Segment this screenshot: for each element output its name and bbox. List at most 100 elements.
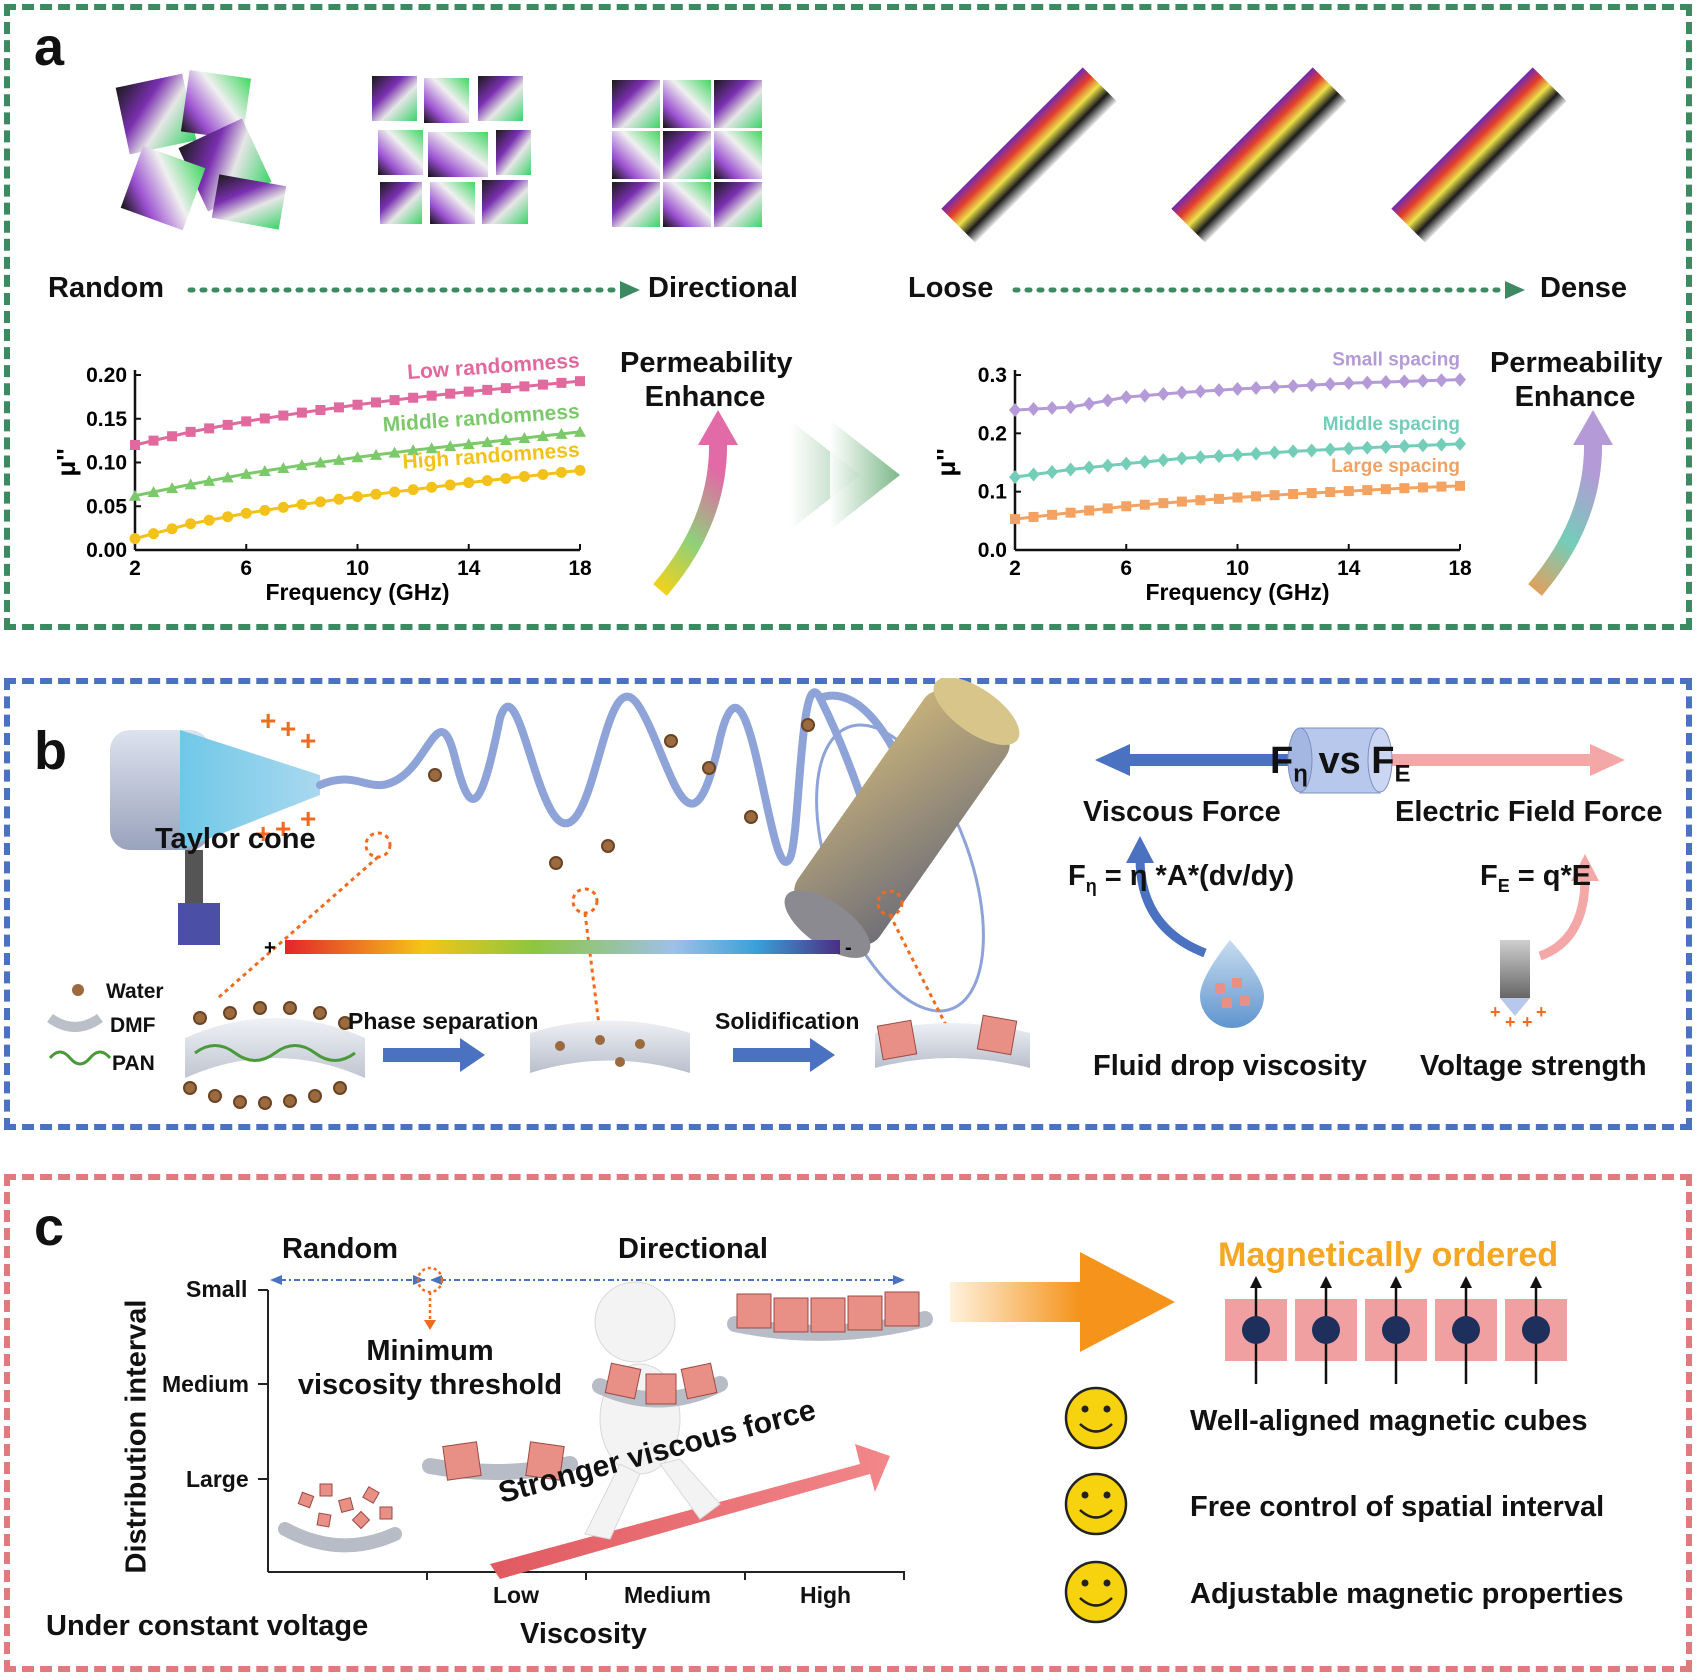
- random-fiber-illustration: [278, 1483, 402, 1553]
- data-point: [1435, 437, 1448, 452]
- data-point: [1175, 451, 1188, 466]
- data-point: [1454, 372, 1466, 387]
- electric-force-arrow: [1380, 744, 1625, 776]
- data-point: [1083, 396, 1096, 411]
- data-point: [296, 407, 307, 418]
- y-tick-label: 0.10: [86, 452, 127, 475]
- x-tick-label: 18: [1448, 557, 1472, 580]
- data-point: [444, 440, 457, 452]
- data-point: [315, 405, 326, 415]
- panel-b-label: b: [34, 721, 67, 781]
- data-point: [1027, 467, 1040, 482]
- data-point: [388, 446, 401, 458]
- data-point: [1194, 450, 1207, 465]
- data-point: [407, 484, 419, 496]
- data-point: [1138, 388, 1151, 403]
- data-point: [463, 477, 475, 489]
- y-tick-label: 0.00: [86, 539, 127, 562]
- data-point: [277, 462, 290, 474]
- data-point: [351, 451, 364, 463]
- data-point: [371, 397, 382, 408]
- phase-separation-label: Phase separation: [348, 1008, 539, 1034]
- taylor-cone-label: Taylor cone: [155, 823, 316, 855]
- data-point: [1288, 489, 1299, 499]
- data-point: [1435, 373, 1448, 388]
- data-point: [185, 518, 197, 530]
- data-point: [1120, 456, 1133, 471]
- constant-voltage-label: Under constant voltage: [46, 1610, 369, 1642]
- magnetically-ordered-title: Magnetically ordered: [1218, 1236, 1559, 1274]
- data-point: [1010, 514, 1020, 525]
- data-point: [500, 473, 512, 485]
- random-label: Random: [282, 1233, 398, 1265]
- data-point: [1305, 378, 1318, 393]
- y-tick-label: 0.2: [978, 422, 1007, 445]
- smiley-icon: [1064, 1386, 1128, 1450]
- force-cylinder-illustration: [1287, 727, 1393, 794]
- panel-c-frame: [4, 1174, 1692, 1672]
- axis-random-label: Random: [48, 272, 164, 304]
- data-point: [1379, 375, 1392, 389]
- data-point: [1175, 385, 1188, 400]
- data-point: [1416, 438, 1429, 453]
- data-point: [1009, 470, 1021, 485]
- data-point: [1028, 511, 1039, 522]
- data-point: [1250, 446, 1263, 461]
- data-point: [203, 514, 215, 526]
- data-point: [259, 504, 271, 516]
- fiber-segment-wet: [185, 1018, 365, 1078]
- benefit-3: Adjustable magnetic properties: [1190, 1578, 1624, 1610]
- data-point: [389, 395, 400, 406]
- pan-legend-icon: [48, 1050, 112, 1066]
- loose-rod-illustration: [941, 67, 1117, 243]
- data-point: [500, 383, 511, 394]
- water-legend-icon: [72, 984, 84, 996]
- y-tick-medium: Medium: [162, 1371, 249, 1397]
- panel-c-label: c: [34, 1197, 65, 1257]
- svg-text:+: +: [260, 705, 276, 736]
- data-point: [333, 402, 344, 413]
- data-point: [333, 493, 345, 505]
- series-label: Middle randomness: [382, 400, 580, 437]
- data-point: [148, 435, 159, 446]
- formula-viscous: Fη = η *A*(dv/dy): [1068, 860, 1295, 896]
- panel-a-illustrations: [115, 67, 1613, 596]
- charges-icon: +++ +++: [255, 705, 316, 849]
- fiber-segment-separated: [530, 1020, 690, 1073]
- data-point: [555, 466, 567, 478]
- panel-b-frame: [4, 678, 1692, 1130]
- x-tick-label: 10: [1226, 557, 1249, 580]
- data-point: [574, 425, 586, 437]
- fluid-drop-label: Fluid drop viscosity: [1093, 1050, 1367, 1082]
- svg-text:+: +: [275, 813, 291, 844]
- data-point: [166, 523, 178, 535]
- data-point: [481, 475, 493, 487]
- data-point: [129, 533, 141, 545]
- data-point: [1064, 400, 1077, 415]
- data-point: [1325, 487, 1336, 498]
- svg-text:+: +: [280, 713, 296, 744]
- data-point: [1399, 483, 1410, 494]
- svg-text:+: +: [300, 725, 316, 756]
- series-label: Middle spacing: [1323, 414, 1460, 435]
- data-point: [240, 467, 253, 479]
- data-point: [1084, 505, 1095, 516]
- magnetic-blocks-illustration: [1225, 1276, 1567, 1384]
- permeability-label: Permeability: [1490, 347, 1663, 379]
- x-axis-title: Frequency (GHz): [265, 579, 449, 605]
- data-point: [389, 486, 401, 498]
- svg-text:+: +: [1505, 1012, 1516, 1032]
- data-point: [296, 499, 308, 510]
- data-point: [1287, 444, 1300, 459]
- permeability-enhance-right: Permeability Enhance: [1490, 346, 1663, 414]
- data-point: [258, 464, 271, 476]
- data-point: [130, 440, 140, 450]
- panel-c-graphics: [258, 1252, 1567, 1624]
- y-tick-label: 0.0: [978, 539, 1007, 562]
- data-point: [241, 416, 252, 427]
- data-point: [1102, 503, 1113, 514]
- large-spacing-fiber-illustration: [422, 1441, 578, 1481]
- data-point: [1287, 379, 1300, 394]
- voltage-gradient-bar: [285, 940, 840, 954]
